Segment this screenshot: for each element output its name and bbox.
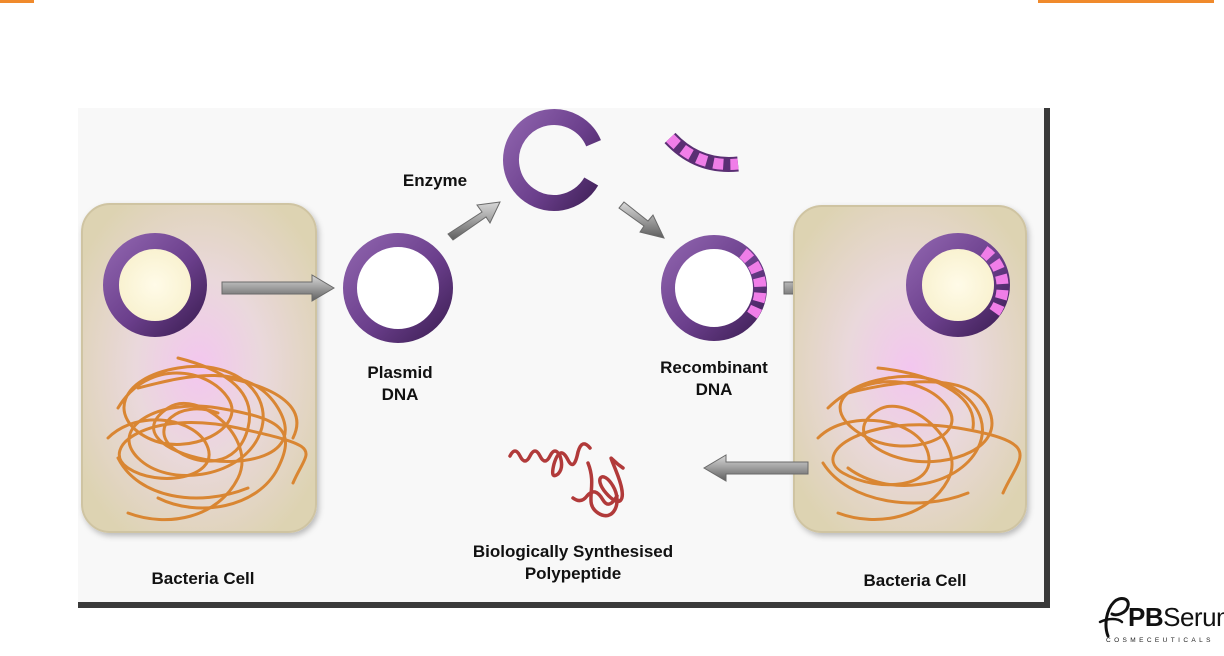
- plasmid-dna-ring: [343, 233, 453, 343]
- logo-mark-icon: [1098, 597, 1130, 638]
- bacteria-cell-label-left: Bacteria Cell: [151, 569, 255, 588]
- logo-brand-rest: Serum: [1163, 602, 1224, 632]
- arrow-cut-to-recombinant: [618, 201, 665, 239]
- recombinant-dna-ring: [661, 235, 767, 341]
- dna-insert-fragment: [664, 132, 739, 172]
- recombinant-dna-label: Recombinant DNA: [644, 357, 784, 401]
- arrow-cell-to-polypeptide: [703, 454, 809, 482]
- logo-tagline: COSMECEUTICALS: [1106, 637, 1214, 644]
- logo-brand-bold: PB: [1128, 602, 1164, 632]
- pbserum-logo: PBSerum COSMECEUTICALS: [1098, 596, 1224, 650]
- diagram-panel: Enzyme Plasmid DNA Recombinant DNA Bacte…: [78, 108, 1050, 608]
- cut-plasmid-ring: [503, 109, 605, 211]
- recombinant-dna-diagram: [81, 109, 1027, 533]
- polypeptide-chain: [508, 442, 625, 518]
- recombinant-dna-label-line1: Recombinant: [660, 358, 768, 377]
- plasmid-dna-label: Plasmid DNA: [340, 362, 460, 406]
- recombinant-dna-label-line2: DNA: [695, 380, 733, 399]
- plasmid-ring-left-cell: [103, 233, 207, 337]
- top-accent-line-right: [1038, 0, 1214, 3]
- plasmid-dna-label-line2: DNA: [381, 385, 419, 404]
- plasmid-dna-label-line1: Plasmid: [367, 363, 433, 382]
- logo-brand-text: PBSerum: [1128, 602, 1224, 633]
- bacteria-cell-label-right: Bacteria Cell: [863, 571, 967, 590]
- enzyme-label: Enzyme: [402, 171, 468, 190]
- arrow-plasmid-to-enzyme-cut: [447, 201, 501, 241]
- top-accent-line-left: [0, 0, 34, 3]
- polypeptide-label-line2: Polypeptide: [524, 564, 622, 583]
- bacteria-cell-left: [81, 203, 317, 533]
- bacteria-cell-right: [793, 205, 1027, 533]
- arrow-cell-to-plasmid: [221, 274, 335, 302]
- polypeptide-label-line1: Biologically Synthesised: [472, 542, 674, 561]
- polypeptide-label: Biologically Synthesised Polypeptide: [448, 541, 698, 585]
- recombinant-ring-right-cell: [906, 233, 1010, 337]
- dna-strand-right: [816, 366, 1022, 521]
- dna-strand-left: [106, 356, 308, 521]
